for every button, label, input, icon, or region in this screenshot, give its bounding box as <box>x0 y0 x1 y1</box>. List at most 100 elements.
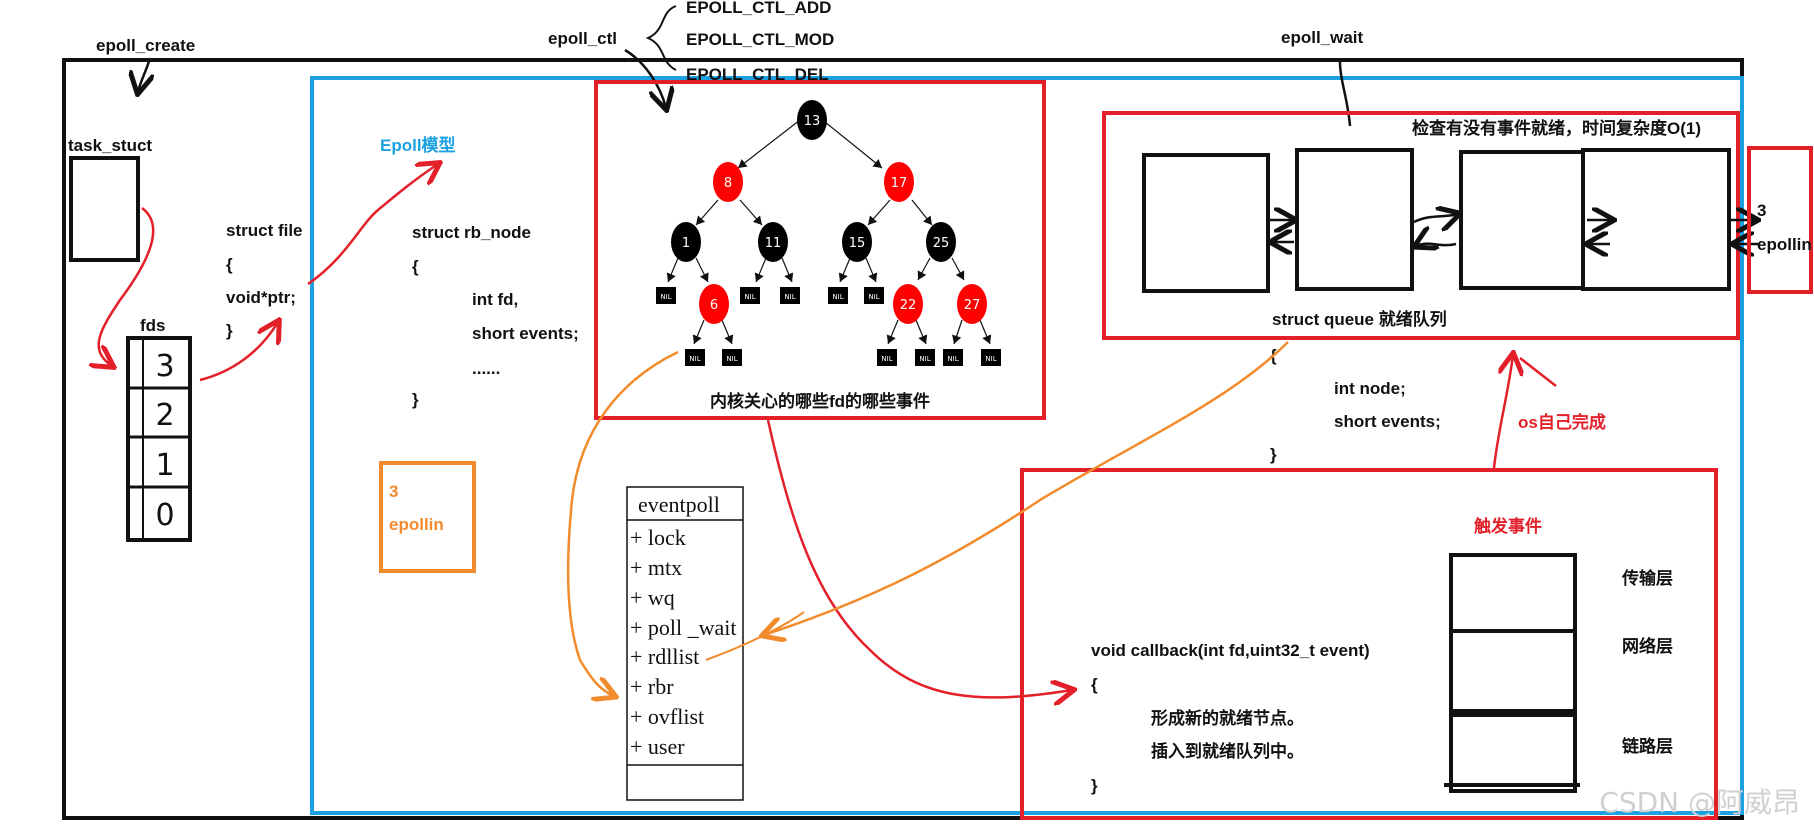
struct-file-line: } <box>226 321 233 340</box>
svg-text:NIL: NIL <box>784 293 795 301</box>
rb-nil-leaf: NIL <box>656 287 676 304</box>
rb-nil-leaf: NIL <box>780 287 800 304</box>
rb-tree-edge <box>824 121 883 169</box>
svg-text:NIL: NIL <box>832 293 843 301</box>
rb-tree-box <box>594 80 1046 420</box>
rb-tree-edge <box>695 199 719 226</box>
struct-file-line: void*ptr; <box>226 288 296 307</box>
queue-node <box>1295 148 1414 291</box>
eventpoll-field: + mtx <box>630 555 682 580</box>
eventpoll-field: + rbr <box>630 674 674 699</box>
callback-line: { <box>1091 675 1098 694</box>
csdn-watermark: CSDN @阿威昂 <box>1599 786 1800 819</box>
fds-cell-0: 0 <box>155 498 174 533</box>
queue-node-line: } <box>1270 445 1277 464</box>
eventpoll-title: eventpoll <box>638 492 720 517</box>
rb-tree-edge <box>979 319 992 345</box>
ctl-op-mod: EPOLL_CTL_MOD <box>686 30 834 49</box>
svg-text:6: 6 <box>710 298 718 313</box>
svg-text:25: 25 <box>933 236 950 251</box>
svg-text:22: 22 <box>900 298 917 313</box>
rb-nil-leaf: NIL <box>685 349 705 366</box>
svg-text:11: 11 <box>765 236 782 251</box>
struct-file-line: struct file <box>226 221 303 240</box>
rb-tree-edge <box>951 257 965 281</box>
rb-node-line: int fd, <box>472 290 518 309</box>
eventpoll-struct: eventpoll + lock + mtx + wq + poll _wait… <box>626 486 744 801</box>
stack-layer-transport <box>1449 553 1577 633</box>
rb-node-13: 13 <box>797 100 827 140</box>
rb-tree-edge <box>886 319 899 345</box>
trigger-event-label: 触发事件 <box>1473 516 1542 536</box>
svg-text:NIL: NIL <box>985 355 996 363</box>
fds-cell-3: 3 <box>155 349 174 384</box>
rb-node-line: { <box>412 257 419 276</box>
struct-file-block: struct file { void*ptr; } <box>226 221 303 340</box>
rb-nil-leaf: NIL <box>722 349 742 366</box>
svg-text:17: 17 <box>891 176 908 191</box>
rb-node-27: 27 <box>957 284 987 324</box>
queue-node-struct: { int node; short events; } <box>1270 346 1441 464</box>
stack-label-network: 网络层 <box>1622 636 1673 656</box>
rb-tree-edge <box>917 257 931 281</box>
epoll-ctl-brace <box>645 5 677 71</box>
tree-to-callback-arrow <box>766 419 1072 697</box>
callback-box <box>1020 468 1718 820</box>
callback-code: void callback(int fd,uint32_t event) { 形… <box>1091 641 1370 795</box>
eventpoll-field: + user <box>630 734 685 759</box>
stack-layer-link <box>1449 713 1577 793</box>
rb-node-11: 11 <box>758 222 788 262</box>
os-done-arrow-wing <box>1519 357 1557 387</box>
stack-label-transport: 传输层 <box>1621 568 1673 588</box>
rb-nil-leaf: NIL <box>828 287 848 304</box>
eventpoll-field: + poll _wait <box>630 615 737 640</box>
ctl-op-del: EPOLL_CTL_DEL <box>686 65 829 84</box>
rb-node-line: ...... <box>472 359 500 378</box>
svg-text:NIL: NIL <box>868 293 879 301</box>
epollin-right-fd: 3 <box>1757 201 1766 220</box>
os-done-arrow <box>1492 355 1513 469</box>
rb-nil-leaf: NIL <box>864 287 884 304</box>
callback-line: void callback(int fd,uint32_t event) <box>1091 641 1370 660</box>
rb-tree-edge <box>781 257 794 283</box>
fds-to-file-arrow <box>199 322 278 382</box>
task-struct-box <box>69 156 140 262</box>
svg-text:NIL: NIL <box>744 293 755 301</box>
epollin-right-event: epollin <box>1757 235 1812 254</box>
fds-cell-1: 1 <box>155 448 174 483</box>
epoll-model-title: Epoll模型 <box>380 135 456 155</box>
svg-text:NIL: NIL <box>881 355 892 363</box>
queue-node <box>1459 150 1587 290</box>
epoll-create-label: epoll_create <box>96 36 195 55</box>
rb-node-line: struct rb_node <box>412 223 531 242</box>
tree-to-eventpoll-arrow <box>566 350 679 696</box>
rdllist-to-queue-arrow <box>705 611 805 661</box>
svg-text:NIL: NIL <box>919 355 930 363</box>
epoll-model-frame <box>310 76 1744 815</box>
kernel-caption: 内核关心的哪些fd的哪些事件 <box>710 391 930 411</box>
rb-tree-edge <box>739 199 763 226</box>
rb-tree-edge <box>695 257 709 283</box>
rb-nil-leaf: NIL <box>877 349 897 366</box>
ready-queue-name: struct queue 就绪队列 <box>1272 309 1447 329</box>
fds-cell-2: 2 <box>155 398 174 433</box>
rb-node-line: } <box>412 390 419 409</box>
eventpoll-field: + rdllist <box>630 644 699 669</box>
epoll-wait-line <box>1338 61 1352 127</box>
epoll-ctl-arrow <box>624 48 666 108</box>
queue-to-rdllist-arrow <box>764 341 1289 635</box>
rb-tree-edge <box>737 119 801 169</box>
callback-line: 插入到就绪队列中。 <box>1151 741 1304 761</box>
rb-tree-edge <box>692 319 705 345</box>
queue-node-line: int node; <box>1334 379 1406 398</box>
rb-node-25: 25 <box>926 222 956 262</box>
eventpoll-field: + ovflist <box>630 704 704 729</box>
rb-node-17: 17 <box>884 162 914 202</box>
svg-text:NIL: NIL <box>689 355 700 363</box>
rb-tree-edge <box>867 199 891 226</box>
eventpoll-field: + lock <box>630 525 686 550</box>
fds-table <box>126 336 192 542</box>
eventpoll-field: + wq <box>630 585 675 610</box>
rb-tree-edge <box>915 319 928 345</box>
